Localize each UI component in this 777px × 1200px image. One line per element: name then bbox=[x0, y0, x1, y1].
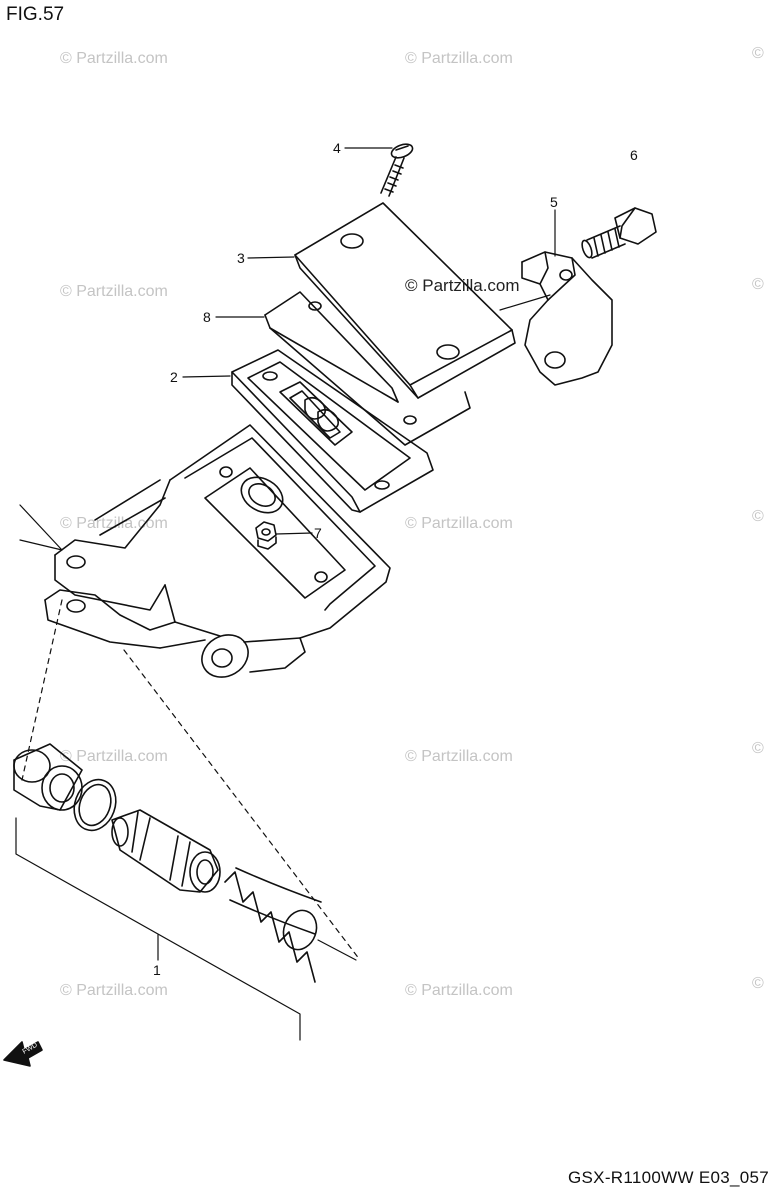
watermark-symbol: © bbox=[752, 45, 764, 62]
watermark: © Partzilla.com bbox=[60, 50, 168, 67]
diaphragm-gasket bbox=[231, 349, 434, 513]
callout-5: 5 bbox=[550, 194, 558, 210]
callout-4: 4 bbox=[333, 140, 341, 156]
watermark: © Partzilla.com bbox=[405, 982, 513, 999]
callout-6: 6 bbox=[630, 147, 638, 163]
clamp-bolt bbox=[581, 207, 657, 259]
diaphragm-plate bbox=[264, 291, 471, 446]
fwd-arrow-icon: FWD bbox=[3, 1041, 43, 1067]
watermark: © Partzilla.com bbox=[405, 515, 513, 532]
screw-part bbox=[380, 143, 414, 197]
piston-kit bbox=[13, 743, 322, 983]
master-cylinder-body bbox=[44, 424, 391, 678]
watermark: © Partzilla.com bbox=[60, 283, 168, 300]
watermark-symbol: © bbox=[752, 276, 764, 293]
reservoir-cap bbox=[294, 202, 516, 399]
watermark-symbol: © bbox=[752, 740, 764, 757]
watermark: © Partzilla.com bbox=[60, 748, 168, 765]
watermark-symbol: © bbox=[752, 975, 764, 992]
figure-title: FIG.57 bbox=[6, 4, 65, 25]
clamp-holder bbox=[521, 251, 613, 386]
callout-2: 2 bbox=[170, 369, 178, 385]
watermark-center: © Partzilla.com bbox=[405, 276, 520, 295]
callout-1: 1 bbox=[153, 962, 161, 978]
leader-lines bbox=[15, 147, 556, 1041]
callout-3: 3 bbox=[237, 250, 245, 266]
watermark-symbol: © bbox=[752, 508, 764, 525]
callout-7: 7 bbox=[314, 525, 322, 541]
callout-8: 8 bbox=[203, 309, 211, 325]
watermark: © Partzilla.com bbox=[405, 50, 513, 67]
nut-part bbox=[255, 521, 277, 550]
figure-code: GSX-R1100WW E03_057 bbox=[568, 1168, 769, 1187]
watermark: © Partzilla.com bbox=[405, 748, 513, 765]
watermark: © Partzilla.com bbox=[60, 982, 168, 999]
